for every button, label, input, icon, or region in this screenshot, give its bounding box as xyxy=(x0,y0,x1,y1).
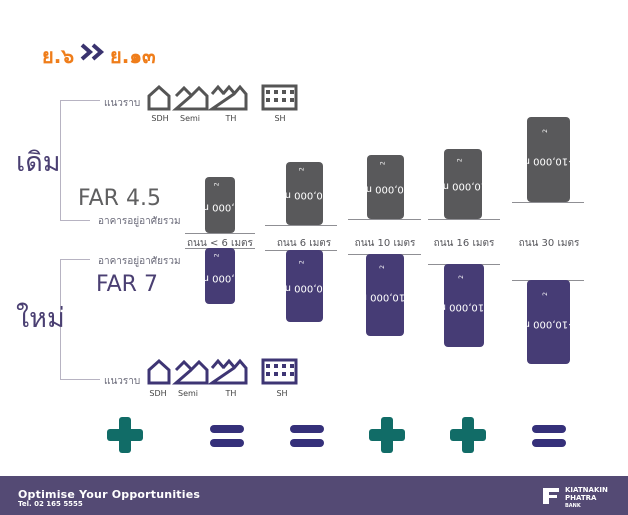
new-lowrise-label: แนวราบ xyxy=(104,376,141,387)
double-chevron-right-icon xyxy=(80,43,105,61)
plus-icon-3 xyxy=(366,414,408,456)
old-value-box-1: 2,000 m2 xyxy=(200,177,241,233)
old-baseline-4 xyxy=(428,219,500,220)
old-value-box-4: 10,000 m2 xyxy=(440,149,488,219)
equals-icon-1 xyxy=(210,425,244,447)
old-baseline-2 xyxy=(265,225,337,226)
new-label: ใหม่ xyxy=(16,303,65,334)
old-baseline-1 xyxy=(185,233,255,234)
new-value-box-5: >10,000 m2 xyxy=(521,280,577,364)
new-house-icons xyxy=(147,358,298,385)
new-bracket-bottom xyxy=(60,379,100,380)
bank-logo-icon xyxy=(543,488,559,504)
new-bracket xyxy=(60,259,61,379)
new-house-th: TH xyxy=(225,389,237,398)
old-value-box-2: 10,000 m2 xyxy=(281,162,329,225)
old-house-th: TH xyxy=(225,114,237,123)
new-value-box-3: >10,000 m2 xyxy=(358,254,414,336)
far-new: FAR 7 xyxy=(96,272,158,297)
road-label-2: ถนน 6 เมตร xyxy=(276,238,332,249)
new-value-box-1: 2,000 m2 xyxy=(200,248,241,304)
road-label-4: ถนน 16 เมตร xyxy=(433,238,495,249)
new-value-box-2: 10,000 m2 xyxy=(281,250,329,322)
old-value-box-3: 10,000 m2 xyxy=(362,155,410,219)
old-label: เดิม xyxy=(16,147,61,178)
plus-icon-lowrise xyxy=(104,414,146,456)
new-residential-label: อาคารอยู่อาศัยรวม xyxy=(98,256,181,267)
old-house-sdh: SDH xyxy=(151,114,169,123)
old-bracket-bottom xyxy=(60,220,90,221)
old-house-icons xyxy=(147,84,298,111)
old-bracket-top xyxy=(60,100,100,101)
equals-icon-5 xyxy=(532,425,566,447)
to-zone-label: ย.๑๓ xyxy=(110,44,156,68)
old-house-sh: SH xyxy=(274,114,286,123)
old-value-box-5: >10,000 m2 xyxy=(521,117,577,202)
road-label-5: ถนน 30 เมตร xyxy=(518,238,580,249)
footer-tagline: Optimise Your Opportunities xyxy=(18,488,201,501)
new-house-sh: SH xyxy=(276,389,288,398)
old-residential-label: อาคารอยู่อาศัยรวม xyxy=(98,216,181,227)
footer-phone: Tel. 02 165 5555 xyxy=(18,500,83,508)
bank-logo-text: KIATNAKIN PHATRA BANK xyxy=(565,486,608,509)
old-baseline-3 xyxy=(348,219,421,220)
old-baseline-5 xyxy=(512,202,584,203)
old-house-semi: Semi xyxy=(179,114,200,123)
road-label-1: ถนน < 6 เมตร xyxy=(187,238,253,249)
new-value-box-4: >10,000 m2 xyxy=(437,264,493,347)
equals-icon-2 xyxy=(290,425,324,447)
road-label-3: ถนน 10 เมตร xyxy=(354,238,416,249)
new-house-semi: Semi xyxy=(177,389,198,398)
plus-icon-4 xyxy=(447,414,489,456)
old-bracket xyxy=(60,100,61,220)
footer-bar xyxy=(0,476,628,515)
far-old: FAR 4.5 xyxy=(78,186,161,211)
new-bracket-top xyxy=(60,259,90,260)
from-zone-label: ย.๖ xyxy=(42,44,75,68)
old-lowrise-label: แนวราบ xyxy=(104,98,141,109)
new-house-sdh: SDH xyxy=(149,389,167,398)
